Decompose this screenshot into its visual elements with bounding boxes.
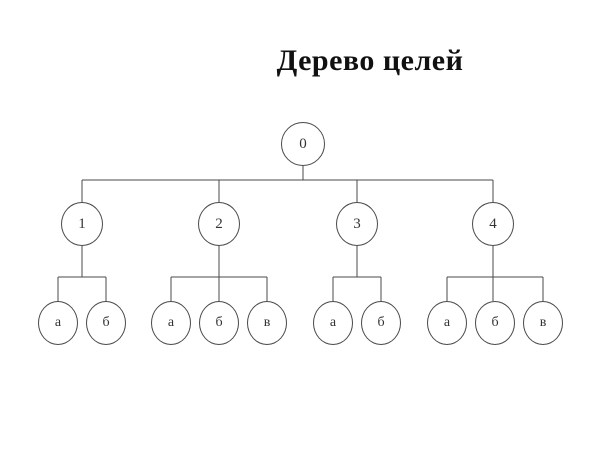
node-2: 2 (198, 202, 240, 246)
node-root-label: 0 (299, 135, 307, 152)
node-2-label: 2 (215, 215, 223, 232)
leaf-2-v-label: в (263, 315, 271, 330)
leaf-2-b: б (199, 301, 239, 345)
leaf-3-b-label: б (377, 315, 385, 330)
leaf-4-v-label: в (539, 315, 547, 330)
leaf-4-v: в (523, 301, 563, 345)
node-3: 3 (336, 202, 378, 246)
node-1-label: 1 (78, 215, 86, 232)
leaf-2-b-label: б (215, 315, 223, 330)
leaf-4-a-label: а (443, 315, 451, 330)
node-4-label: 4 (489, 215, 497, 232)
node-4: 4 (472, 202, 514, 246)
leaf-1-a: а (38, 301, 78, 345)
leaf-4-b: б (475, 301, 515, 345)
leaf-1-a-label: а (54, 315, 62, 330)
node-1: 1 (61, 202, 103, 246)
node-root: 0 (281, 122, 325, 166)
leaf-2-a-label: а (167, 315, 175, 330)
leaf-1-b-label: б (102, 315, 110, 330)
leaf-1-b: б (86, 301, 126, 345)
leaf-3-a-label: а (329, 315, 337, 330)
leaf-4-b-label: б (491, 315, 499, 330)
leaf-3-a: а (313, 301, 353, 345)
leaf-4-a: а (427, 301, 467, 345)
connector-path (57, 166, 544, 301)
leaf-2-v: в (247, 301, 287, 345)
node-3-label: 3 (353, 215, 361, 232)
leaf-2-a: а (151, 301, 191, 345)
page-title: Дерево целей (276, 44, 464, 77)
leaf-3-b: б (361, 301, 401, 345)
